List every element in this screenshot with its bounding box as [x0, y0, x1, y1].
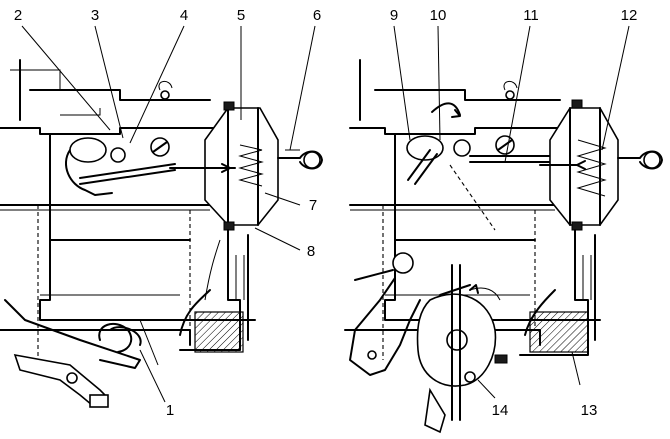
fast-idle-lever-left [4, 299, 159, 408]
callout-11: 11 [523, 7, 539, 24]
callout-7: 7 [309, 197, 317, 214]
callout-13: 13 [581, 402, 598, 419]
callout-10: 10 [430, 7, 447, 24]
leader-lines-left [21, 25, 316, 403]
callout-6: 6 [313, 7, 321, 24]
right-view [344, 25, 663, 434]
vacuum-passage-left [179, 229, 249, 353]
choke-linkage-right [406, 102, 556, 231]
callout-3: 3 [91, 7, 99, 24]
callout-1: 1 [166, 402, 174, 419]
callout-4: 4 [180, 7, 188, 24]
callout-12: 12 [621, 7, 638, 24]
callout-numbers: 2 3 4 5 6 7 8 1 9 10 11 12 13 14 [14, 7, 638, 419]
vacuum-passage-right [519, 229, 596, 356]
callout-5: 5 [237, 7, 245, 24]
choke-screw-left [150, 81, 173, 157]
choke-linkage-left [65, 137, 176, 196]
callout-8: 8 [307, 243, 315, 260]
choke-screw-right [495, 81, 518, 155]
diaphragm-housing-left [169, 101, 323, 231]
callout-2: 2 [14, 7, 22, 24]
left-view [0, 25, 323, 408]
callout-14: 14 [492, 402, 509, 419]
leader-lines-right [393, 25, 630, 399]
fast-idle-cam-right [349, 252, 508, 434]
diaphragm-housing-right [539, 99, 663, 231]
callout-9: 9 [390, 7, 398, 24]
